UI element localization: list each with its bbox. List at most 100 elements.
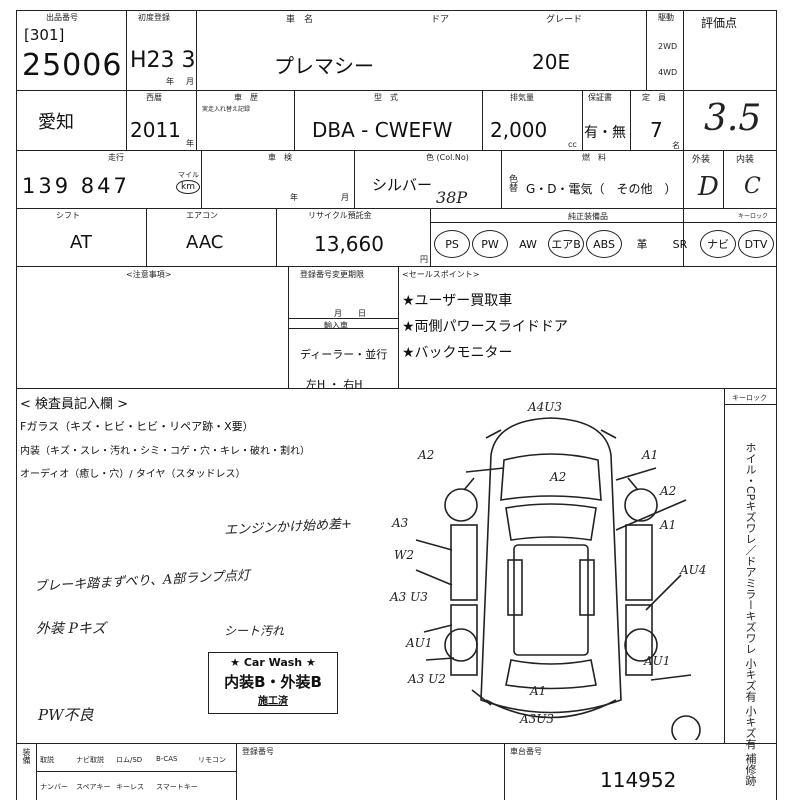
chassis-history-sub: 実走入れ替え記録 [202, 106, 251, 113]
first-reg-unit-month: 月 [186, 77, 194, 86]
inspection-title: < 検査員記入欄 > [20, 397, 129, 412]
score-label: 評価点 [701, 16, 738, 30]
footer-item: ナビ取説 [76, 756, 104, 764]
equipment-item: ナビ [700, 230, 736, 258]
car-damage-diagram [415, 417, 701, 740]
displacement-unit: cc [568, 140, 577, 149]
damage-mark: A2 [660, 484, 677, 498]
damage-mark: W2 [394, 548, 414, 562]
interior-grade: C [744, 174, 761, 199]
hand-note-seat: シート汚れ [224, 624, 285, 638]
auction-sheet: 出品番号 [301] 25006 初度登録 H23 3 年 月 車 名 ドア プ… [16, 10, 777, 800]
key-label: キーロック [738, 213, 769, 220]
equipment-item: SR [672, 237, 688, 251]
score-value: 3.5 [704, 98, 762, 139]
damage-mark: A3U3 [520, 712, 555, 726]
import-label: 輸入車 [324, 321, 348, 330]
interior-label: 内装 [736, 155, 755, 165]
warranty-label: 保証書 [588, 93, 612, 102]
year-value: 2011 [130, 118, 181, 142]
grade: 20E [532, 50, 571, 74]
equipment-item: エアB [548, 230, 584, 258]
sales-point-3: ★バックモニター [402, 345, 513, 361]
damage-mark: AU1 [406, 636, 433, 650]
recycle-fee: 13,660 [314, 232, 384, 256]
damage-mark: A4U3 [528, 400, 563, 414]
lot-number: 25006 [22, 48, 123, 83]
chassis-history-label: 車 歴 [234, 93, 258, 102]
damage-mark: A2 [418, 448, 435, 462]
recycle-label: リサイクル預託金 [308, 211, 372, 220]
shift-label: シフト [56, 211, 80, 220]
chassis-number: 114952 [600, 768, 677, 792]
exterior-grade: D [698, 172, 719, 202]
damage-mark: AU1 [644, 654, 671, 668]
lot-label: 出品番号 [46, 13, 78, 22]
footer-item: 取説 [40, 756, 54, 764]
year-unit: 年 [186, 139, 194, 148]
damage-mark: A3 U2 [408, 672, 446, 686]
equipment-item: AW [519, 237, 537, 251]
wheel-side-note: ホイル・CPキズワレ／ドアミラーキズワレ 小キズ有 小キズ有 補修跡 [744, 442, 757, 786]
warranty: 有・無 [584, 125, 626, 141]
drive-4wd: 4WD [658, 68, 678, 77]
lot-prefix: [301] [24, 26, 65, 44]
first-reg-value: H23 3 [130, 48, 196, 73]
equipment-item: ABS [586, 230, 622, 258]
fuel-label: 燃 料 [582, 153, 606, 162]
hand-note-engine: エンジンかけ始め差+ [223, 516, 353, 539]
car-wash-stamp: ★ Car Wash ★ 内装B・外装B 施工済 [208, 652, 338, 714]
capacity: 7 [650, 118, 663, 142]
recolor-label: 色替 [507, 174, 517, 192]
model-label: 型 式 [374, 93, 398, 102]
color-code: 38P [436, 188, 468, 207]
grade-label: グレード [546, 15, 583, 25]
equipment-item: 革 [636, 238, 648, 251]
hand-note-exterior: 外装 Pキズ [36, 621, 106, 637]
inspection-month: 月 [341, 193, 349, 202]
footer-item: B-CAS [156, 755, 178, 763]
footer-item: キーレス [116, 783, 144, 791]
year-label: 西暦 [146, 93, 162, 102]
drive-2wd: 2WD [658, 42, 678, 51]
inspection-year: 年 [290, 193, 298, 202]
first-reg-unit-year: 年 [166, 77, 174, 86]
equipment-label: 純正装備品 [568, 212, 608, 221]
sales-points-label: <セールスポイント> [402, 270, 480, 279]
reg-number-label: 登録番号 [242, 747, 274, 756]
mileage-unit: km [176, 180, 200, 194]
color-name: シルバー [372, 176, 433, 194]
footer-item: スマートキー [156, 783, 198, 791]
hand-note-pw: PW不良 [38, 706, 94, 724]
reg-change-label: 登録番号変更期限 [300, 270, 364, 279]
displacement-label: 排気量 [510, 93, 534, 102]
interior-line: 内装（キズ・スレ・汚れ・シミ・コゲ・穴・キレ・破れ・割れ） [20, 446, 310, 457]
audio-line: オーディオ（癒し・穴）/ タイヤ（スタッドレス） [20, 469, 246, 480]
fuel: G・D・電気（ その他 ） [526, 182, 677, 196]
mileage-label: 走行 [108, 153, 124, 162]
damage-mark: A2 [550, 470, 567, 484]
region: 愛知 [38, 112, 74, 133]
key-lock-label: キーロック [732, 394, 767, 402]
first-reg-label: 初度登録 [138, 13, 170, 22]
glass-line: Fガラス（キズ・ヒビ・ヒビ・リペア跡・X要） [20, 420, 254, 433]
sales-point-2: ★両側パワースライドドア [402, 319, 568, 335]
drive-label: 駆動 [658, 13, 674, 22]
damage-mark: A1 [660, 518, 677, 532]
model-code: DBA - CWEFW [312, 118, 453, 142]
damage-mark: A3 [392, 516, 409, 530]
equipment-item: DTV [738, 230, 774, 258]
car-wash-sub: 施工済 [258, 696, 288, 707]
footer-equip-label: 装備 [22, 748, 31, 764]
hand-note-brake: ブレーキ踏まずべり、A部ランプ点灯 [33, 568, 251, 595]
exterior-label: 外装 [692, 155, 711, 165]
import-dealer: ディーラー・並行 [300, 348, 388, 361]
car-wash-title: ★ Car Wash ★ [230, 656, 316, 669]
footer-item: ナンバー [40, 783, 68, 791]
damage-mark: A1 [642, 448, 659, 462]
displacement: 2,000 [490, 118, 548, 142]
damage-mark: A1 [530, 684, 547, 698]
chassis-no-label: 車台番号 [510, 747, 542, 756]
footer-item: ロム/SD [116, 756, 143, 764]
import-steering: 左H ・ 右H [306, 378, 363, 391]
